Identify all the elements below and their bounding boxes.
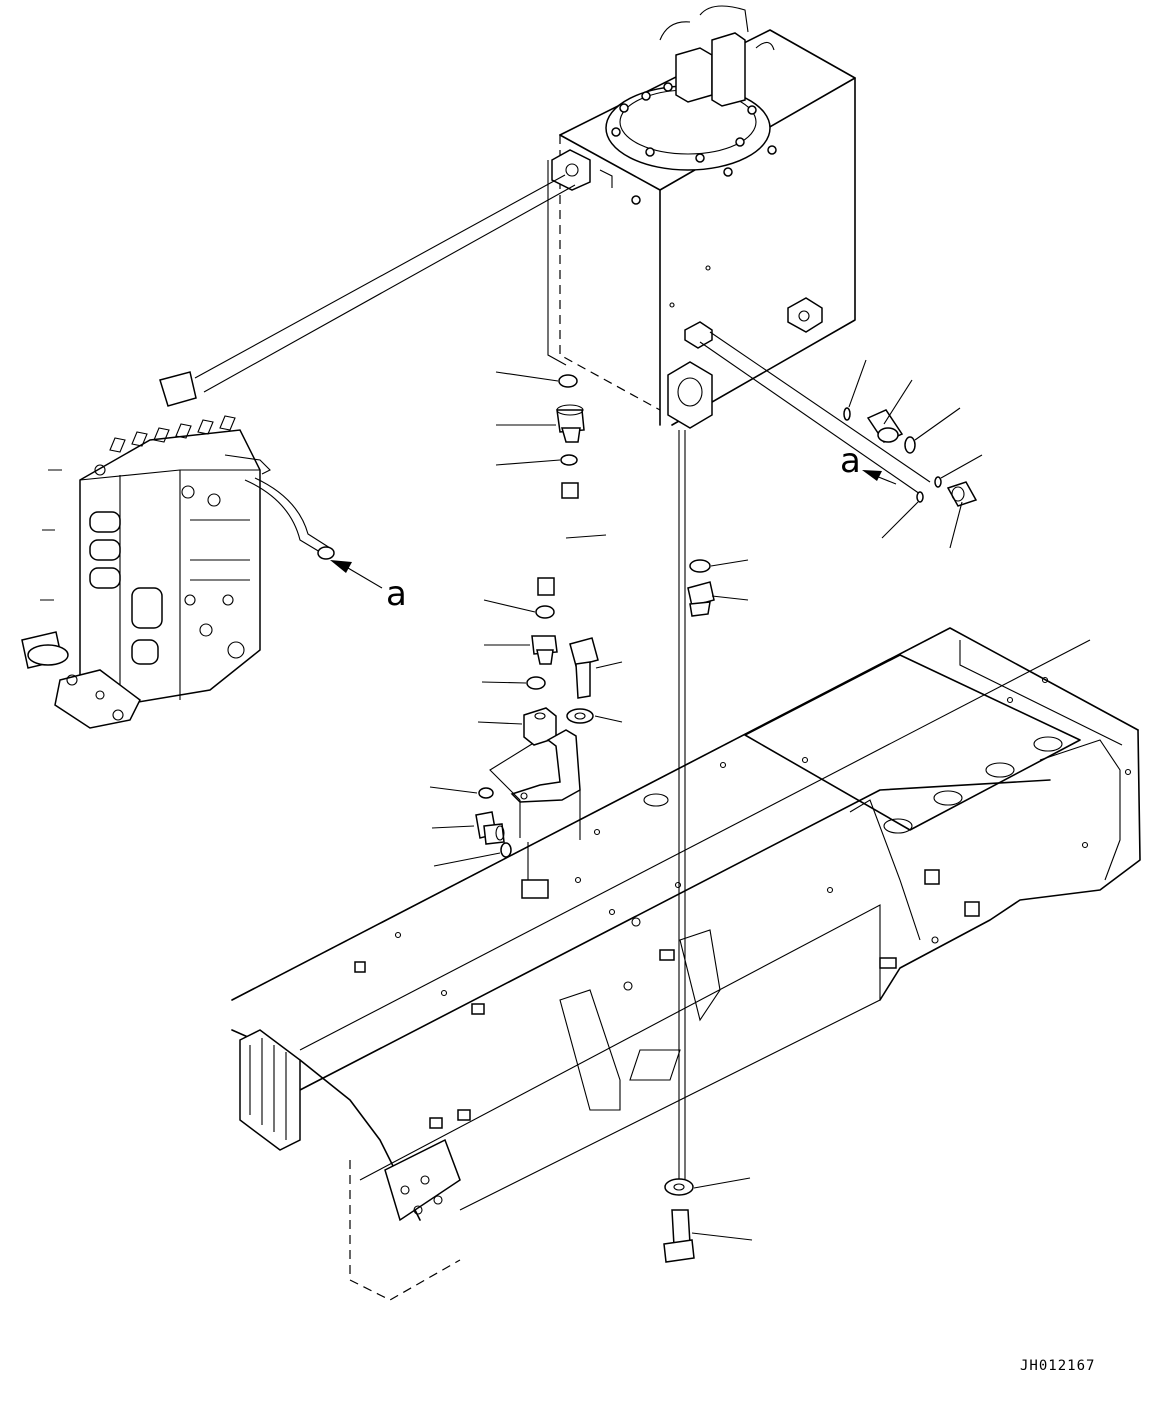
drawing-number: JH012167 <box>1020 1358 1095 1374</box>
svg-text:a: a <box>840 441 861 481</box>
callout-a-left: a <box>330 560 407 614</box>
hydraulic-tank-icon <box>547 5 931 495</box>
control-valve-icon <box>21 371 335 729</box>
center-parts-stack <box>429 371 623 899</box>
callout-a-right: a <box>840 441 897 485</box>
tank-bolt-stack <box>663 430 753 1263</box>
frame-icon <box>231 627 1141 1301</box>
svg-text:a: a <box>386 574 407 614</box>
return-fittings-icon <box>843 359 983 549</box>
suction-pipe-icon <box>194 174 576 393</box>
